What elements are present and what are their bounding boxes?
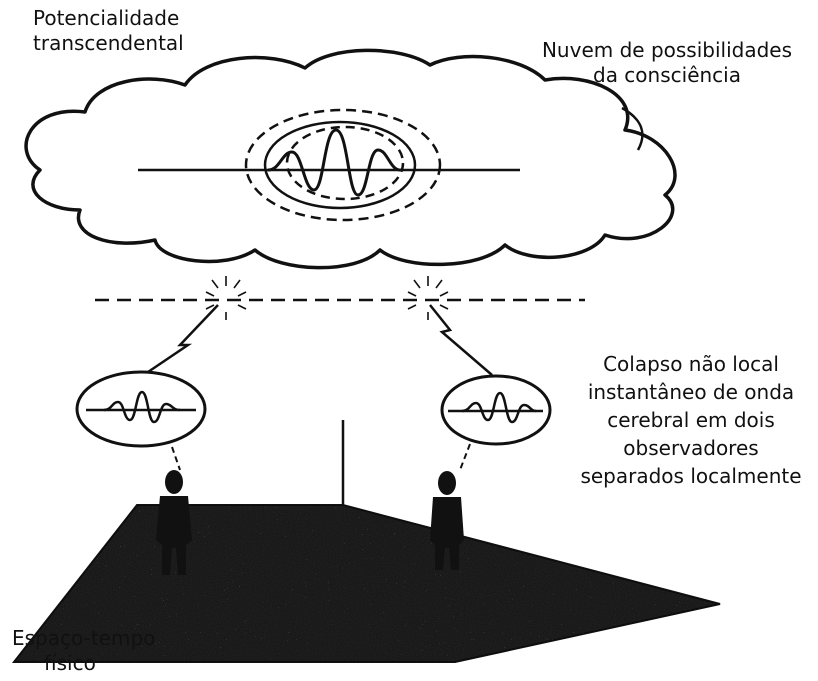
left-observer-figure [156,470,192,575]
collapse-label-line-5: separados localmente [580,464,802,488]
left-bubble-tail [171,446,181,471]
spacetime-label-line-2: físico [44,651,96,675]
cloud-wave-packet [267,128,403,197]
cloud-label-line-2: da consciência [593,63,741,87]
collapse-label-line-4: observadores [623,436,759,460]
right-collapse-spark-icon [407,276,449,320]
cloud-pointer-line [621,106,644,151]
right-bubble-tail [459,443,471,471]
cloud-wave-inner-ellipse [285,125,405,201]
physical-spacetime-label: Espaço-tempo físico [12,626,155,676]
right-bubble-wave-packet [461,391,537,424]
right-zigzag-connector [429,304,493,376]
collapse-label-line-1: Colapso não local [603,352,779,376]
collapse-label-line-3: cerebral em dois [607,408,775,432]
left-bubble-wave-packet [103,390,181,424]
cloud-wave-middle-ellipse [263,120,417,210]
cloud-label-line-1: Nuvem de possibilidades [541,38,793,62]
right-observer-figure [430,471,464,570]
left-collapse-spark-icon [205,276,247,320]
transcendent-label-line-2: transcendental [33,31,184,55]
cloud-wave-outer-ellipse [244,108,442,222]
nonlocal-collapse-label: Colapso não local instantâneo de onda ce… [572,350,810,490]
transcendent-potentiality-label: Potencialidade transcendental [33,6,184,56]
left-zigzag-connector [147,304,219,374]
collapse-label-line-2: instantâneo de onda [587,380,795,404]
transcendent-label-line-1: Potencialidade [33,6,180,30]
consciousness-cloud [24,48,677,270]
cloud-of-possibilities-label: Nuvem de possibilidades da consciência [536,38,798,88]
spacetime-label-line-1: Espaço-tempo [12,626,156,650]
